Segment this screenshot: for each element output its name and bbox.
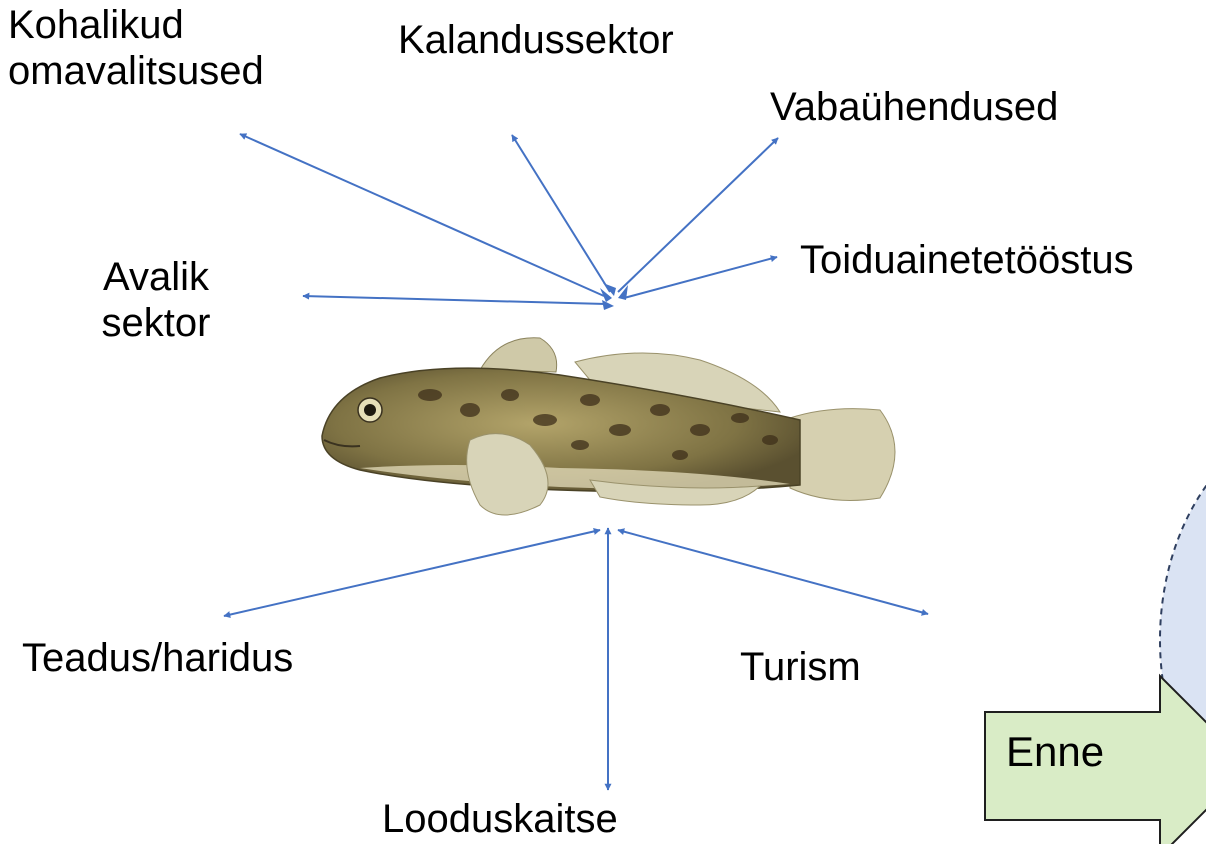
label-toiduaine: Toiduainetetööstus [800,237,1134,283]
arrow-kalandussektor [512,135,610,292]
round-goby-fish-icon [322,338,895,515]
top-arrows [240,134,778,304]
label-kohalikud-line2: omavalitsused [8,48,264,94]
arrow-avalik [303,296,606,304]
label-kalandussektor: Kalandussektor [398,17,674,63]
label-looduskaitse: Looduskaitse [382,796,618,842]
label-vabauhendused: Vabaühendused [770,84,1058,130]
label-teadus: Teadus/haridus [22,635,293,681]
label-kohalikud: Kohalikud omavalitsused [8,2,264,94]
label-avalik-line2: sektor [86,300,226,346]
label-avalik: Avalik sektor [86,254,226,346]
arrow-turism [618,530,928,614]
arrow-vabauhendused [618,138,778,292]
hub-head-4 [602,300,614,310]
label-avalik-line1: Avalik [86,254,226,300]
label-turism: Turism [740,644,861,690]
enne-label: Enne [1006,728,1104,776]
arrow-kohalikud [240,134,604,296]
label-kohalikud-line1: Kohalikud [8,2,264,48]
arrow-teadus [224,530,600,616]
